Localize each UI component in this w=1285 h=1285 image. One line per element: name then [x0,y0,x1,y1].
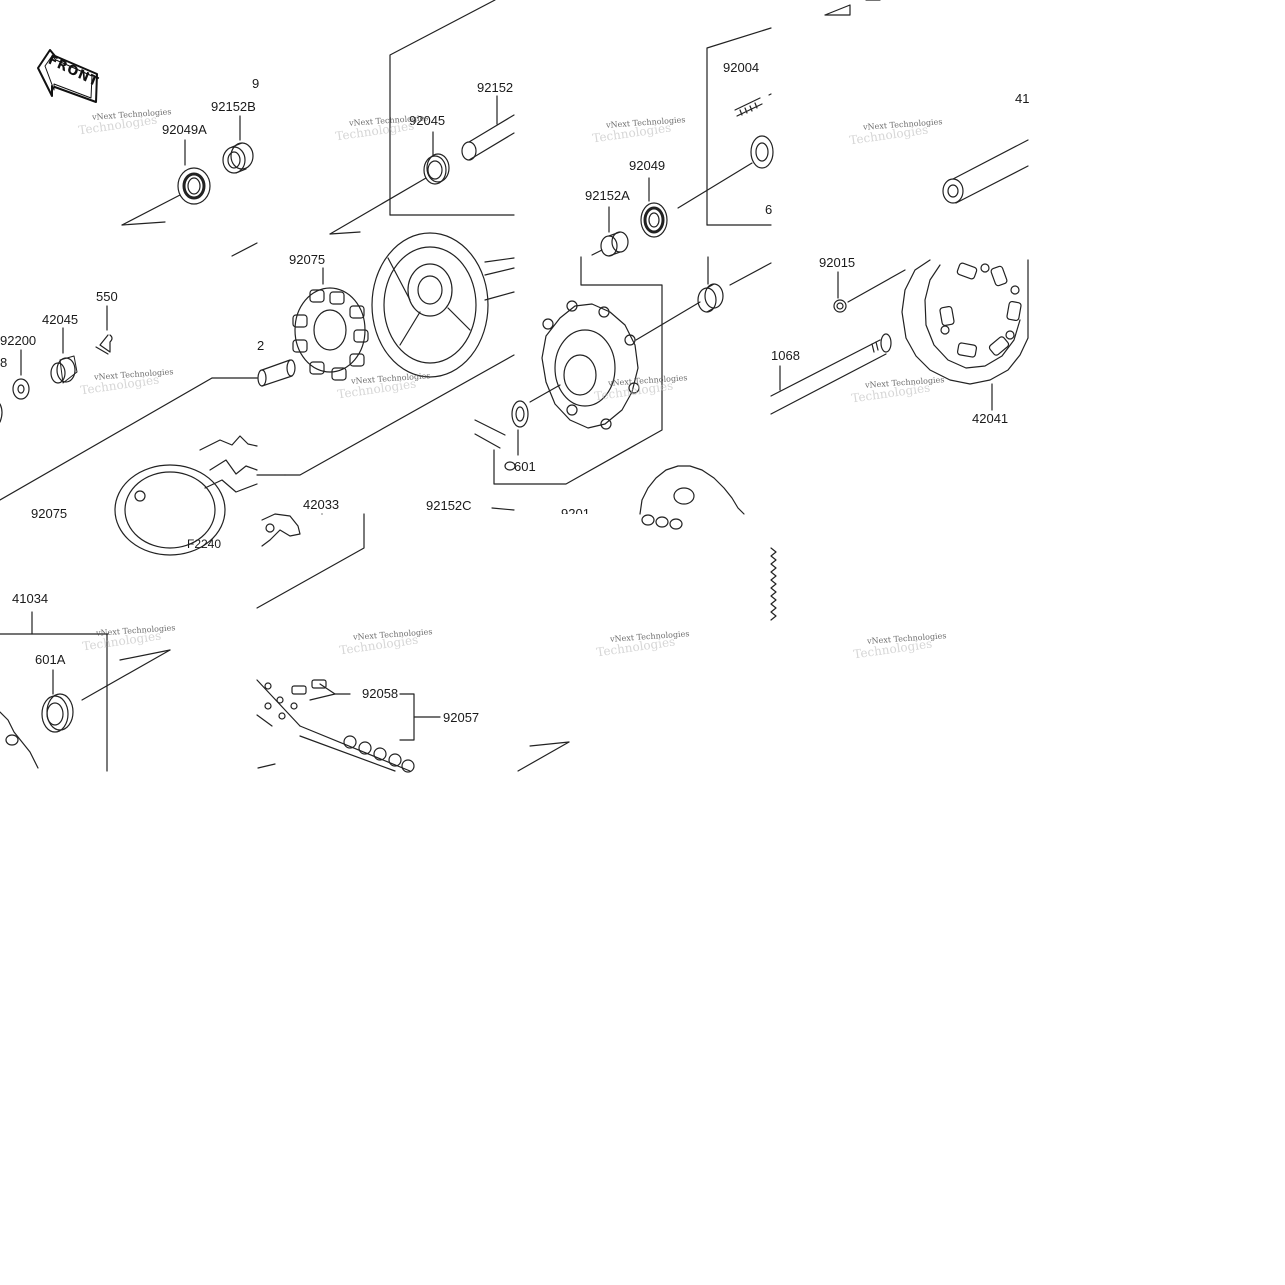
collar-92152B [222,142,254,174]
label-92004: 92004 [723,60,760,75]
bearing-cap-601 [504,461,516,471]
label-41034: 41034 [12,591,49,606]
label-2-cut: 2 [257,338,265,353]
figure-code: F2240 [187,537,222,551]
label-42045: 42045 [42,312,79,327]
label-601A: 601A [35,652,66,667]
axle-nut-42045 [50,355,78,384]
cotter-pin-550 [95,334,113,355]
oil-seal-92049A [177,167,211,205]
oil-seal-92049 [640,202,668,238]
sprocket-teeth-edge [770,547,777,621]
label-8-cut: 8 [0,355,8,370]
label-9201-cut: 9201 [561,507,590,514]
collar-92152A [600,231,629,257]
label-92152A: 92152A [585,188,630,203]
label-92045: 92045 [409,113,446,128]
label-9-cut: 9 [252,76,260,91]
sprocket-coupling [541,300,640,430]
washer-92200 [12,378,30,400]
wheel-hub-left [114,435,258,556]
label-92015: 92015 [819,255,856,270]
axle-1068 [770,333,892,415]
axle-spacer-92152 [461,114,515,161]
label-41-cut: 41 [1015,91,1030,106]
label-92049A: 92049A [162,122,207,137]
label-550: 550 [96,289,118,304]
coupling-42033 [261,513,301,547]
rear-sprocket-42041 [901,259,1029,385]
bearing-601 [511,400,529,428]
bearing-601A [41,693,74,733]
axle-collar-nut-41 [942,139,1029,204]
label-1068-cut: 1068 [771,348,800,363]
wheel-hub-center [371,232,515,378]
label-92057: 92057 [443,710,480,725]
master-link-92058 [264,679,327,720]
front-arrow-icon [37,49,98,103]
hub-damper-92075 [292,287,369,381]
bearing-92049-top [750,135,774,169]
label-92152B: 92152B [211,99,256,114]
label-601: 601 [514,459,536,474]
chain-links-top [641,514,683,530]
label-92058: 92058 [362,686,399,701]
label-92152C: 92152C [426,498,472,513]
sprocket-nut-92015 [833,299,847,313]
label-42041: 42041 [972,411,1009,426]
bearing-92045 [423,153,450,185]
label-42033: 42033 [303,497,340,512]
rear-sprocket-lower [639,465,745,515]
label-92075-left: 92075 [31,506,68,521]
label-92075: 92075 [289,252,326,267]
axle-sleeve-left [257,359,296,387]
drive-chain-92057 [299,725,415,773]
label-92049: 92049 [629,158,666,173]
hub-body-lower [0,711,39,769]
label-92152: 92152 [477,80,514,95]
label-92200: 92200 [0,333,37,348]
label-6-cut: 6 [765,202,773,217]
stud-92004 [734,97,763,117]
collar-92152-mid [697,283,724,313]
